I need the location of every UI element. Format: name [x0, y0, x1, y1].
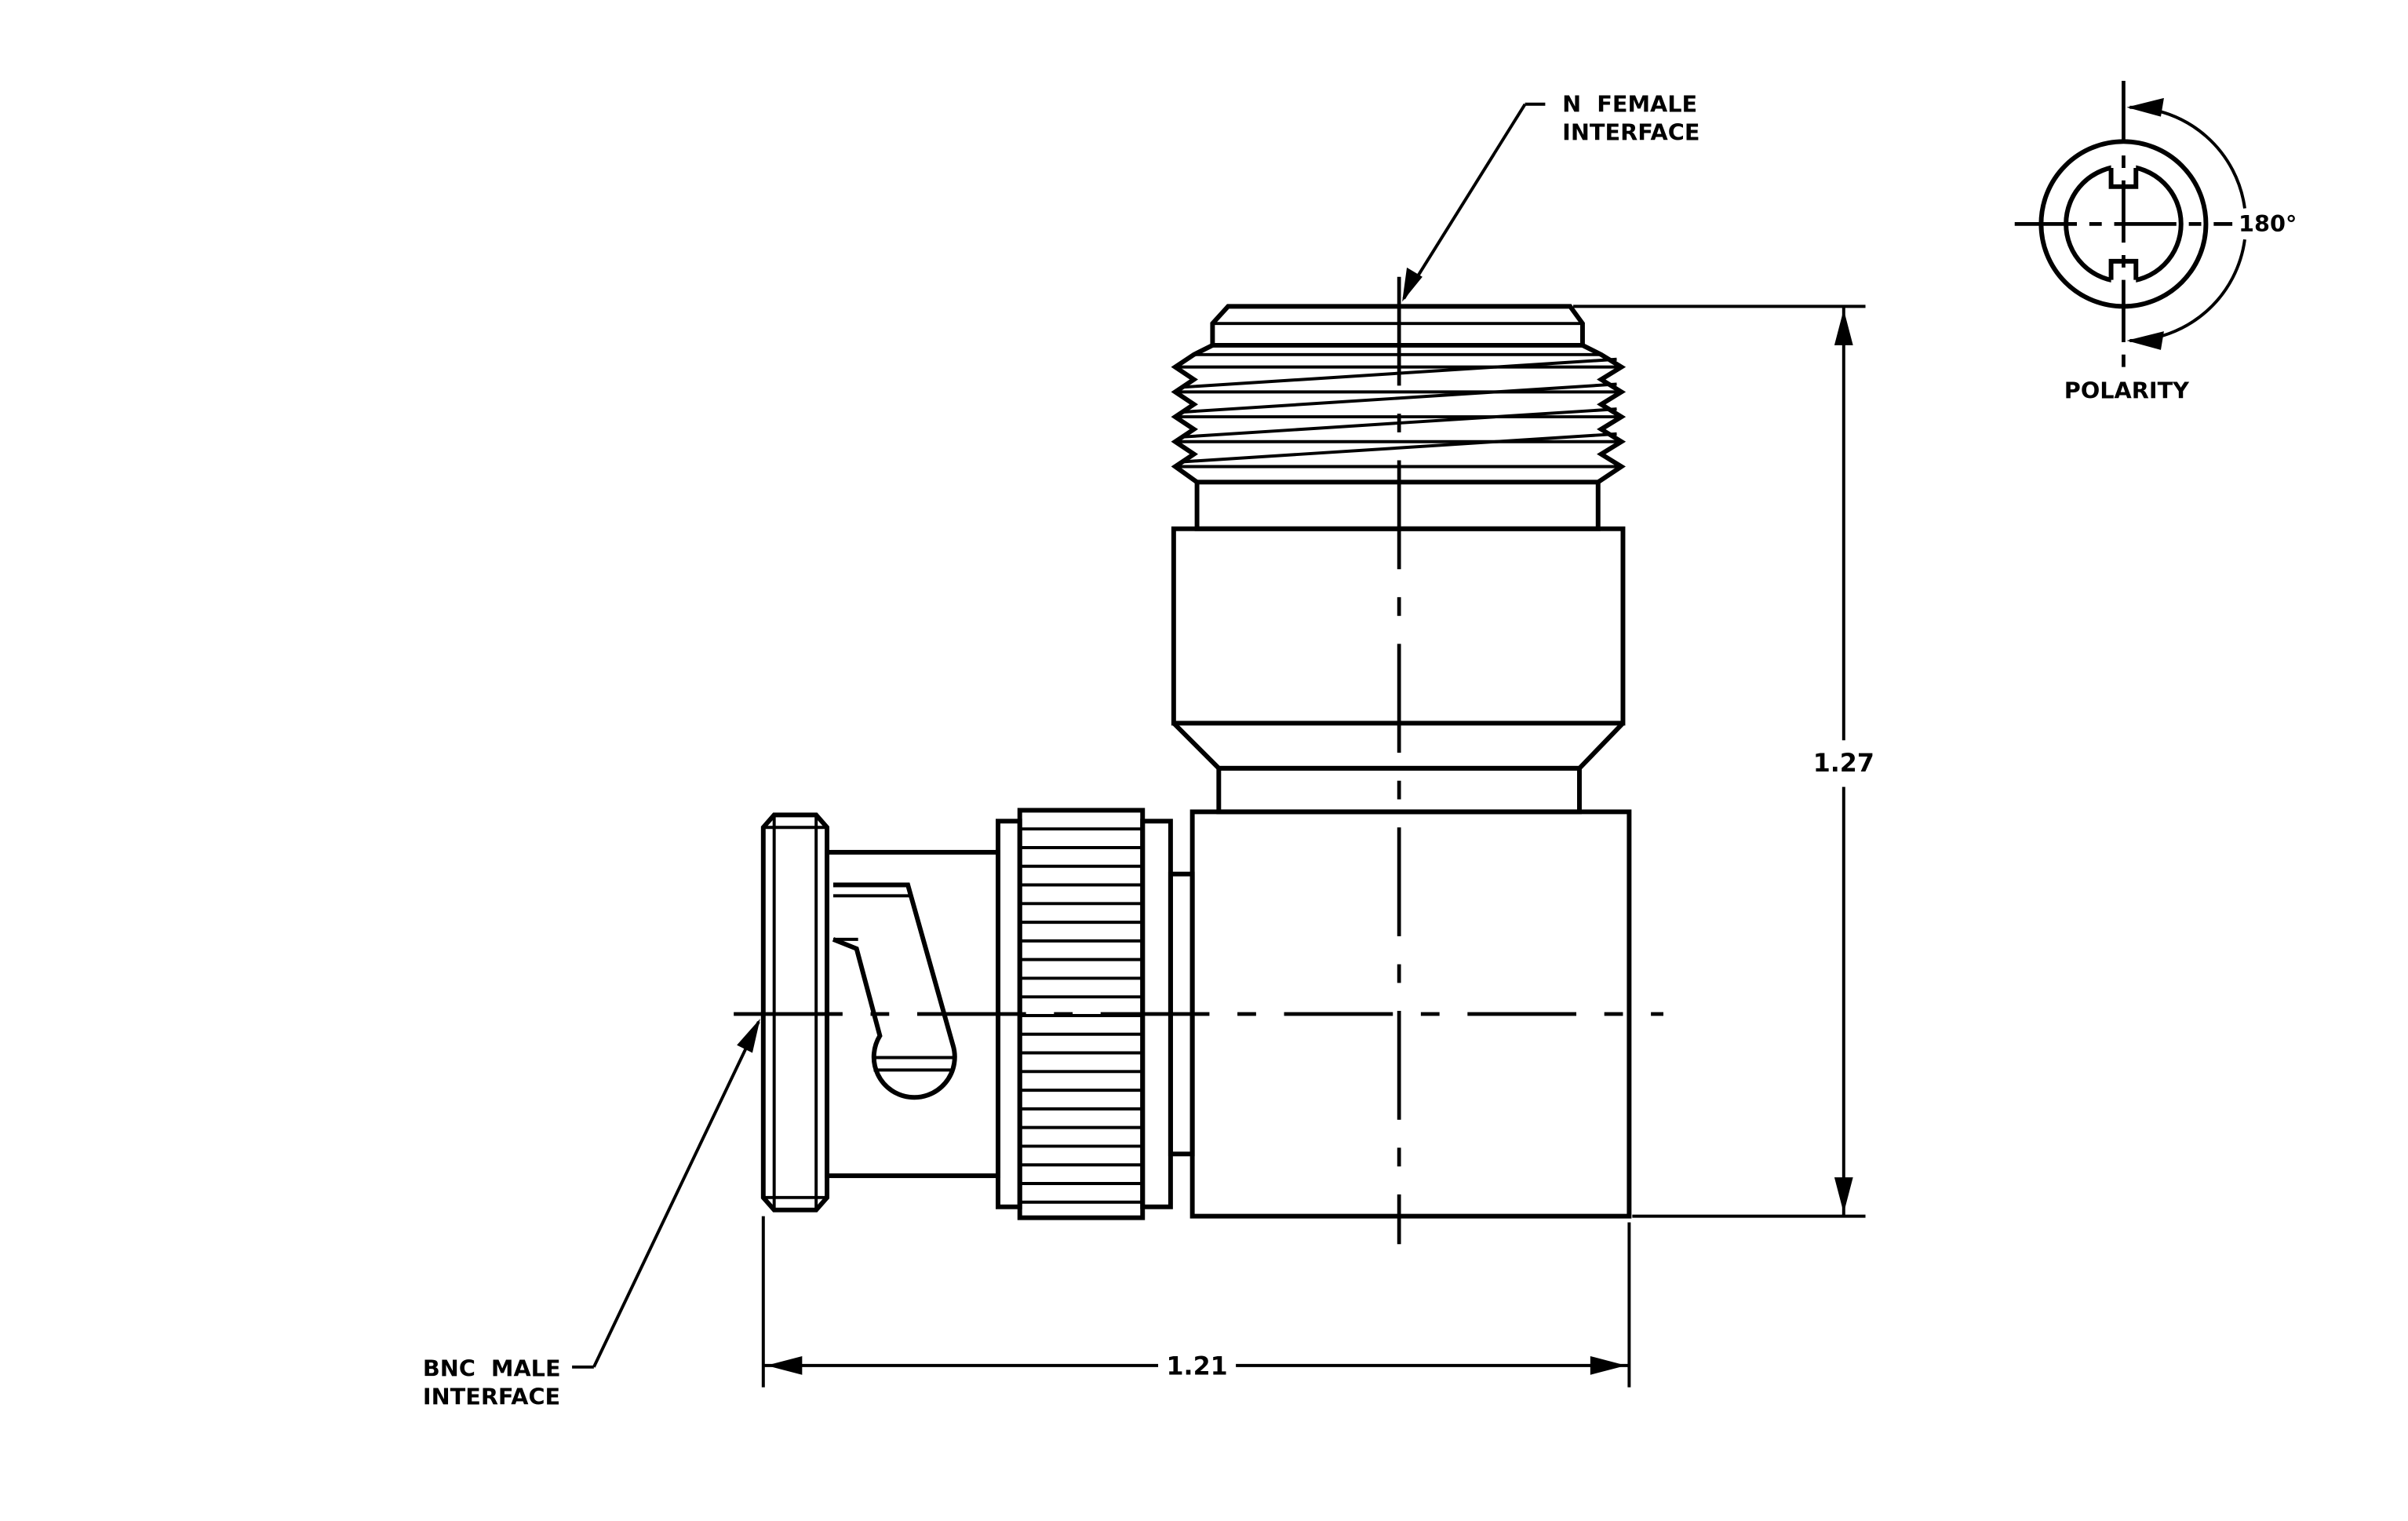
n-female-label-line1: N FEMALE — [1562, 91, 1697, 118]
height-dimension — [1573, 305, 1866, 1218]
width-dimension-value: 1.21 — [1166, 1353, 1227, 1381]
bayonet-slot — [832, 882, 957, 1100]
bnc-male-leader — [572, 1018, 760, 1369]
polarity-view — [2014, 81, 2246, 367]
n-female-leader — [1402, 102, 1546, 302]
polarity-label: POLARITY — [2064, 377, 2190, 403]
width-dimension — [761, 1216, 1631, 1388]
polarity-angle-label: 180° — [2239, 210, 2297, 237]
n-female-label-line2: INTERFACE — [1562, 119, 1699, 145]
bnc-male-label-line2: INTERFACE — [423, 1383, 560, 1410]
bnc-male-port — [760, 808, 1195, 1220]
knurl-lines — [1019, 827, 1143, 1204]
bnc-male-label-line1: BNC MALE — [423, 1355, 561, 1382]
height-dimension-value: 1.27 — [1813, 750, 1874, 778]
